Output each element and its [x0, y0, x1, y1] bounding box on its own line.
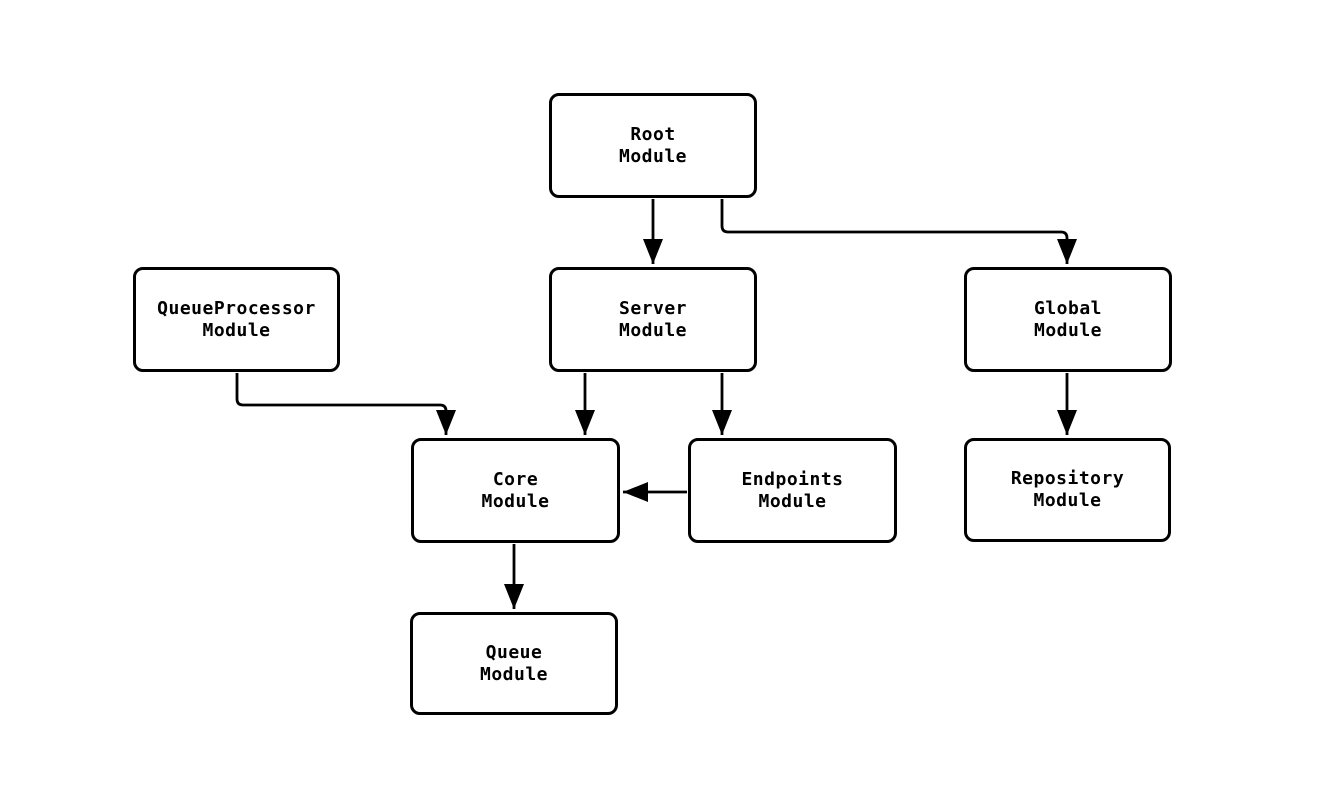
node-label-line: Server: [618, 297, 688, 319]
node-label-line: Global: [1033, 297, 1103, 319]
node-label-line: Module: [481, 490, 550, 512]
node-label-line: Core: [492, 468, 539, 490]
edge-root-to-global: [720, 199, 1078, 264]
node-core-module: Core Module: [411, 438, 620, 543]
node-endpoints-module: Endpoints Module: [688, 438, 897, 543]
node-repository-module: Repository Module: [964, 438, 1171, 542]
node-label-line: Endpoints: [741, 468, 844, 490]
node-label-line: Module: [758, 490, 827, 512]
node-label-line: Module: [618, 145, 688, 167]
node-server-module: Server Module: [549, 267, 757, 372]
node-queue-module: Queue Module: [410, 612, 618, 715]
node-global-module: Global Module: [964, 267, 1172, 372]
node-label-line: Module: [1033, 490, 1102, 511]
edge-queueprocessor-to-core: [235, 373, 457, 435]
node-label-line: Queue: [485, 641, 543, 663]
node-label-line: Root: [630, 123, 676, 145]
node-label-line: Module: [202, 319, 271, 341]
node-label-line: Module: [1033, 319, 1103, 341]
node-queueprocessor-module: QueueProcessor Module: [133, 267, 340, 372]
node-label-line: Module: [479, 663, 549, 685]
node-root-module: Root Module: [549, 93, 757, 198]
node-label-line: Module: [618, 319, 688, 341]
node-label-line: Repository: [1010, 468, 1125, 489]
node-label-line: QueueProcessor: [157, 297, 316, 319]
